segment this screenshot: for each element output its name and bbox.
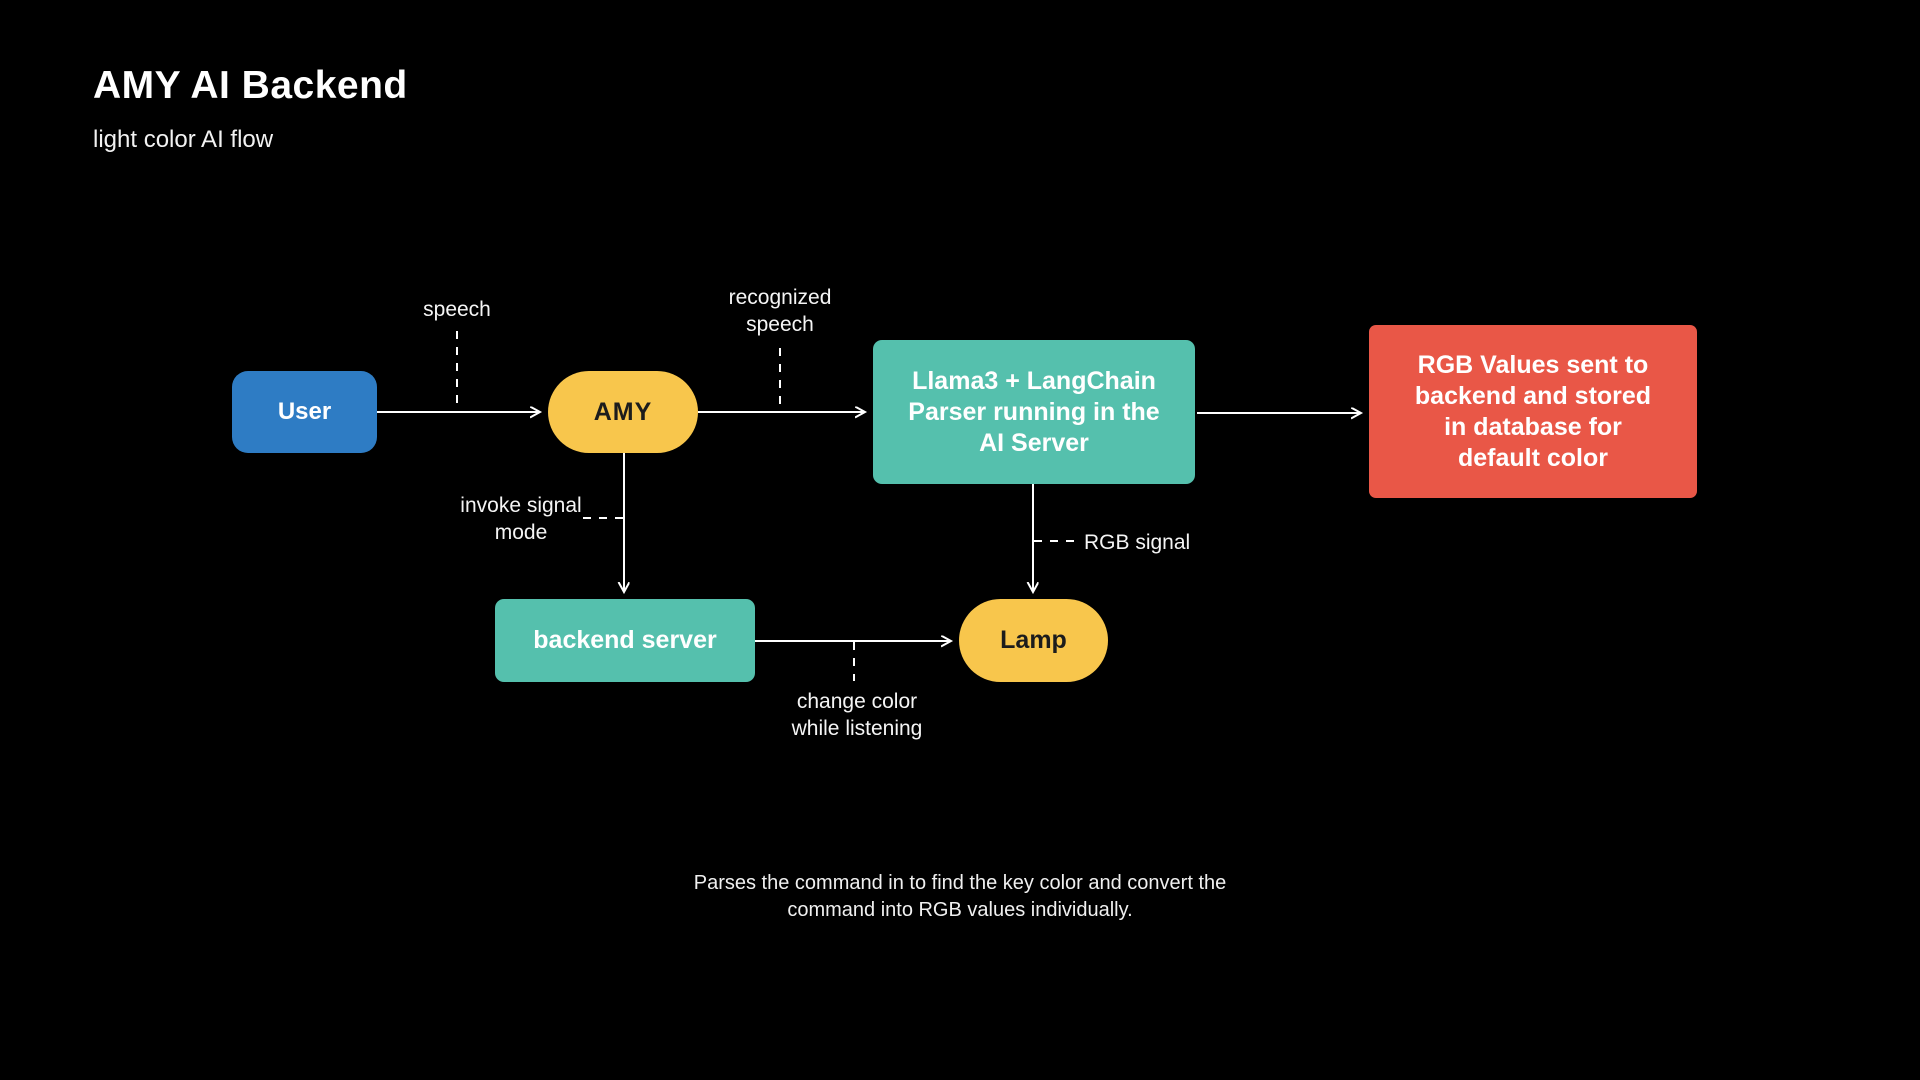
edge-label-change-color: change color while listening <box>791 690 923 740</box>
edge-label-invoke-signal-mode: invoke signal mode <box>460 494 582 544</box>
edge-label-rgb-signal: RGB signal <box>1084 531 1191 554</box>
node-user: User <box>232 371 377 453</box>
node-rgb-store-label: RGB Values sent to backend and stored in… <box>1414 350 1652 472</box>
node-amy: AMY <box>548 371 698 453</box>
edge-label-recognized-speech: recognized speech <box>728 286 832 336</box>
node-rgb-store: RGB Values sent to backend and stored in… <box>1369 325 1697 498</box>
node-user-label: User <box>277 398 332 425</box>
node-backend-server-label: backend server <box>533 626 717 654</box>
page-subtitle: light color AI flow <box>93 126 274 153</box>
edge-label-speech: speech <box>423 298 491 321</box>
node-lamp: Lamp <box>959 599 1108 682</box>
node-parser: Llama3 + LangChain Parser running in the… <box>873 340 1195 484</box>
caption-text: Parses the command in to find the key co… <box>693 872 1227 921</box>
node-backend-server: backend server <box>495 599 755 682</box>
node-lamp-label: Lamp <box>1000 626 1067 654</box>
node-parser-label: Llama3 + LangChain Parser running in the… <box>908 366 1160 457</box>
node-amy-label: AMY <box>593 397 653 426</box>
page-title: AMY AI Backend <box>93 64 408 107</box>
